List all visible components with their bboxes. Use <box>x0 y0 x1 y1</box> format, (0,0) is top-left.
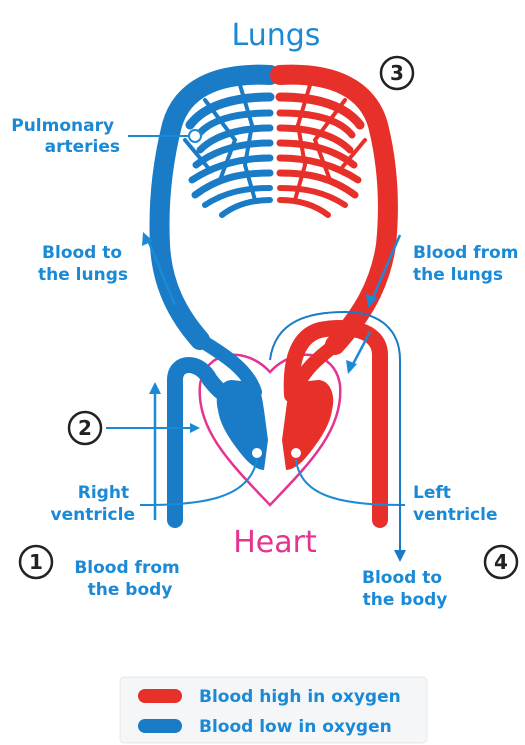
blood-to-body-label: Blood to the body <box>362 568 448 610</box>
pulmonary-arteries-label: Pulmonary arteries <box>11 116 120 157</box>
svg-text:4: 4 <box>494 550 508 574</box>
legend-high-label: Blood high in oxygen <box>199 687 401 707</box>
left-ventricle-marker <box>290 447 302 459</box>
legend-low-label: Blood low in oxygen <box>199 717 392 737</box>
flow-to-body-arrowhead <box>394 550 406 562</box>
blood-to-lungs-label: Blood to the lungs <box>38 243 128 285</box>
svg-text:3: 3 <box>390 61 404 85</box>
right-ventricle-pointer <box>140 459 257 505</box>
pointer-2-head <box>190 423 200 433</box>
lungs-title: Lungs <box>232 18 321 53</box>
step-1: 1 <box>20 546 52 578</box>
left-ventricle-pointer <box>296 459 405 505</box>
heart-title: Heart <box>233 525 317 560</box>
right-ventricle-label: Right ventricle <box>51 483 136 525</box>
svg-text:1: 1 <box>29 550 43 574</box>
lungs-right-half <box>280 75 388 345</box>
legend: Blood high in oxygen Blood low in oxygen <box>120 677 427 743</box>
left-ventricle-label: Left ventricle <box>413 483 498 525</box>
step-3: 3 <box>381 57 413 89</box>
blood-from-body-label: Blood from the body <box>74 558 185 600</box>
step-2: 2 <box>69 412 101 444</box>
right-ventricle-marker <box>251 447 263 459</box>
pulmonary-arteries-marker <box>189 130 201 142</box>
svg-text:2: 2 <box>78 416 92 440</box>
blood-from-lungs-label: Blood from the lungs <box>413 243 524 285</box>
step-4: 4 <box>485 546 517 578</box>
lungs-left-half <box>160 75 271 340</box>
